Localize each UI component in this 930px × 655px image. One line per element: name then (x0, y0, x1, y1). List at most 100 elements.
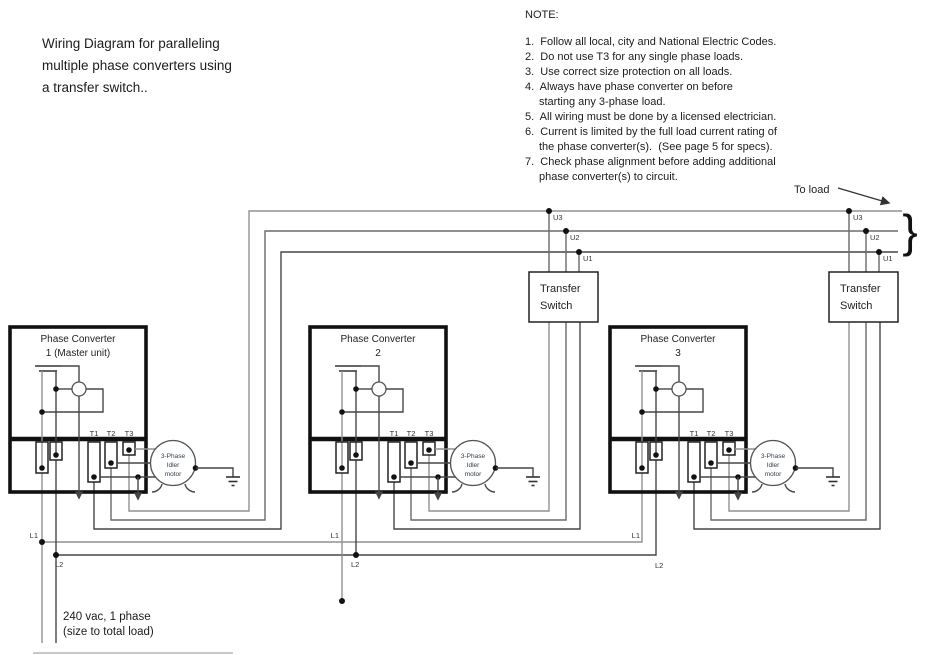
capacitor-to-relay-wire (661, 365, 680, 382)
motor-terminal-dot (492, 465, 499, 471)
motor-terminal-dot (192, 465, 199, 471)
feed-label-l2: L2 (655, 561, 663, 570)
motor-foot-right (184, 483, 196, 493)
feed-label-l1: L1 (331, 531, 339, 540)
note-item-7: 7. Check phase alignment before adding a… (525, 156, 776, 183)
bus-labels: U3 U2 U1 U3 U2 U1 (553, 213, 893, 263)
diagram-title: Wiring Diagram for paralleling multiple … (42, 33, 232, 99)
supply-label-line1: 240 vac, 1 phase (63, 611, 151, 623)
terminal-dot (108, 460, 114, 466)
terminal-label-t2: T2 (707, 429, 716, 438)
idler-motor (149, 439, 197, 487)
bus-and-loop-wires (33, 210, 902, 654)
terminal-label-t3: T3 (725, 429, 734, 438)
note-item-4: 4. Always have phase converter on before… (525, 81, 733, 108)
motor-label-line3: motor (465, 471, 482, 478)
terminal-fuse-l1 (635, 441, 649, 474)
motor-foot-right (484, 483, 496, 493)
transfer-switch-label-line1: Transfer (540, 283, 581, 295)
to-load-label: To load (794, 184, 829, 196)
to-load-annotation: To load } (794, 184, 918, 257)
terminal-label-t3: T3 (125, 429, 134, 438)
terminal-fuse-t1 (387, 441, 401, 483)
terminal-dot (408, 460, 414, 466)
transfer-switch-label-line1: Transfer (840, 283, 881, 295)
feed-label-l1: L1 (30, 531, 38, 540)
feed-junction-dot (53, 552, 59, 558)
terminal-fuse-l2 (349, 441, 363, 461)
bus-wire-u1 (93, 251, 898, 530)
terminal-label-t2: T2 (407, 429, 416, 438)
transfer-switch-label-line2: Switch (840, 300, 872, 312)
motor-ground-wire (196, 467, 234, 477)
terminal-dot (91, 474, 97, 480)
bus-brace-icon: } (902, 205, 917, 257)
terminal-label-t1: T1 (690, 429, 699, 438)
terminal-fuse-l1 (335, 441, 349, 474)
converter-title: Phase Converter (340, 334, 416, 345)
idler-motor (449, 439, 497, 487)
motor-terminal-dot (792, 465, 799, 471)
relay-icon (71, 381, 87, 397)
motor-label-line3: motor (765, 471, 782, 478)
bus-label-u1: U1 (883, 254, 893, 263)
terminal-label-t1: T1 (90, 429, 99, 438)
converter-subtitle: 1 (Master unit) (46, 348, 110, 359)
bus-junction-dot (863, 228, 869, 234)
ground-icon (826, 476, 840, 487)
bus-junction-dot (576, 249, 582, 255)
terminal-label-t1: T1 (390, 429, 399, 438)
l1-feed-line (40, 473, 643, 543)
phase-converter-unit: Phase Converter 2 T1 T2 T3 (308, 325, 540, 501)
terminal-dot (353, 452, 359, 458)
feed-junction-dot (353, 552, 359, 558)
feed-junction-dot (39, 539, 45, 545)
terminal-fuse-l2 (649, 441, 663, 461)
phase-converter-unit: Phase Converter 3 T1 T2 T3 (608, 325, 840, 501)
terminal-dot (339, 465, 345, 471)
bus-junction-dot (876, 249, 882, 255)
supply-label: 240 vac, 1 phase (size to total load) (63, 610, 154, 640)
terminal-fuse-t2 (404, 441, 418, 469)
junction-dot (339, 409, 345, 415)
relay-right-loop-wire (642, 388, 704, 413)
notes-block: NOTE: 1. Follow all local, city and Nati… (525, 8, 855, 185)
terminal-dot (126, 447, 132, 453)
feed-junction-dot (339, 598, 345, 604)
terminal-label-t2: T2 (107, 429, 116, 438)
conv2-t3-loop-wire (428, 322, 550, 512)
note-item-2: 2. Do not use T3 for any single phase lo… (525, 51, 744, 63)
terminal-fuse-l2 (49, 441, 63, 461)
junction-dot (53, 386, 59, 392)
motor-label-line2: Idler (467, 462, 480, 469)
bus-label-u3: U3 (853, 213, 863, 222)
terminal-dot (391, 474, 397, 480)
phase-converter-unit: Phase Converter 1 (Master unit) T1 T (8, 325, 240, 501)
terminal-fuse-t1 (687, 441, 701, 483)
terminal-dot (708, 460, 714, 466)
conv3-t1-loop-wire (693, 322, 881, 530)
transfer-switch-label-line2: Switch (540, 300, 572, 312)
feed-label-l2: L2 (55, 560, 63, 569)
capacitor-icon (335, 365, 361, 372)
terminal-dot (691, 474, 697, 480)
terminal-dot (39, 465, 45, 471)
relay-icon (371, 381, 387, 397)
capacitor-to-relay-wire (361, 365, 380, 382)
terminal-dot (426, 447, 432, 453)
junction-dot (39, 409, 45, 415)
conv3-t2-loop-wire (710, 322, 867, 521)
converter-subtitle: 2 (375, 348, 381, 359)
bus-junction-dot (563, 228, 569, 234)
terminal-dot (53, 452, 59, 458)
idler-motor (749, 439, 797, 487)
motor-foot-right (784, 483, 796, 493)
bus-label-u2: U2 (570, 233, 580, 242)
motor-label-line1: 3-Phase (461, 453, 486, 460)
relay-right-loop-wire (342, 388, 404, 413)
motor-label-line2: Idler (767, 462, 780, 469)
terminal-dot (726, 447, 732, 453)
motor-label-line1: 3-Phase (161, 453, 186, 460)
transfer-switch-unit: Transfer Switch (528, 271, 599, 323)
